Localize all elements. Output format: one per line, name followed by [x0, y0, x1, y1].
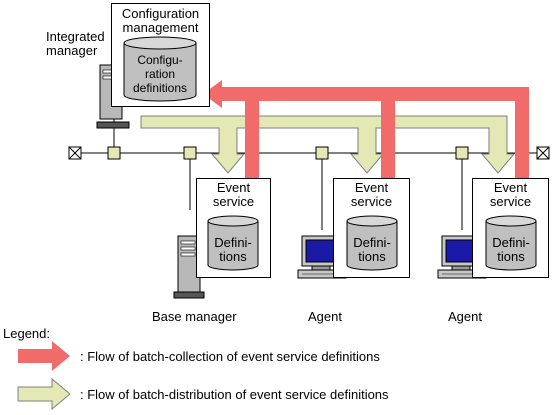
base-manager-label: Base manager	[152, 309, 237, 324]
terminator-right	[536, 146, 550, 160]
definitions-db-label: Defini- tions	[492, 235, 530, 264]
agent-label-1: Agent	[308, 309, 342, 324]
base-server-icon	[173, 235, 205, 299]
legend-distribute-text: : Flow of batch-distribution of event se…	[80, 387, 389, 402]
node-agent-2	[455, 146, 469, 160]
config-db-label: Configu- ration definitions	[132, 53, 188, 95]
definitions-db-label: Defini- tions	[353, 235, 391, 264]
event-service-title: Event service	[212, 180, 255, 209]
terminator-left	[68, 146, 82, 160]
event-service-title: Event service	[350, 180, 393, 209]
distribution-arrow	[140, 115, 516, 174]
legend-distribute-arrow	[17, 377, 71, 411]
collection-arrow	[203, 80, 529, 180]
node-integrated	[107, 146, 121, 160]
legend-title: Legend:	[3, 326, 50, 341]
integrated-manager-label: Integrated manager	[46, 29, 105, 58]
legend-collect-arrow	[18, 341, 70, 371]
definitions-db-label: Defini- tions	[214, 235, 252, 264]
legend-collect-text: : Flow of batch-collection of event serv…	[80, 349, 380, 364]
node-agent-1	[315, 146, 329, 160]
agent-label-2: Agent	[448, 309, 482, 324]
event-service-title: Event service	[489, 180, 532, 209]
config-management-title: Configuration management	[121, 6, 200, 35]
node-base	[183, 146, 197, 160]
